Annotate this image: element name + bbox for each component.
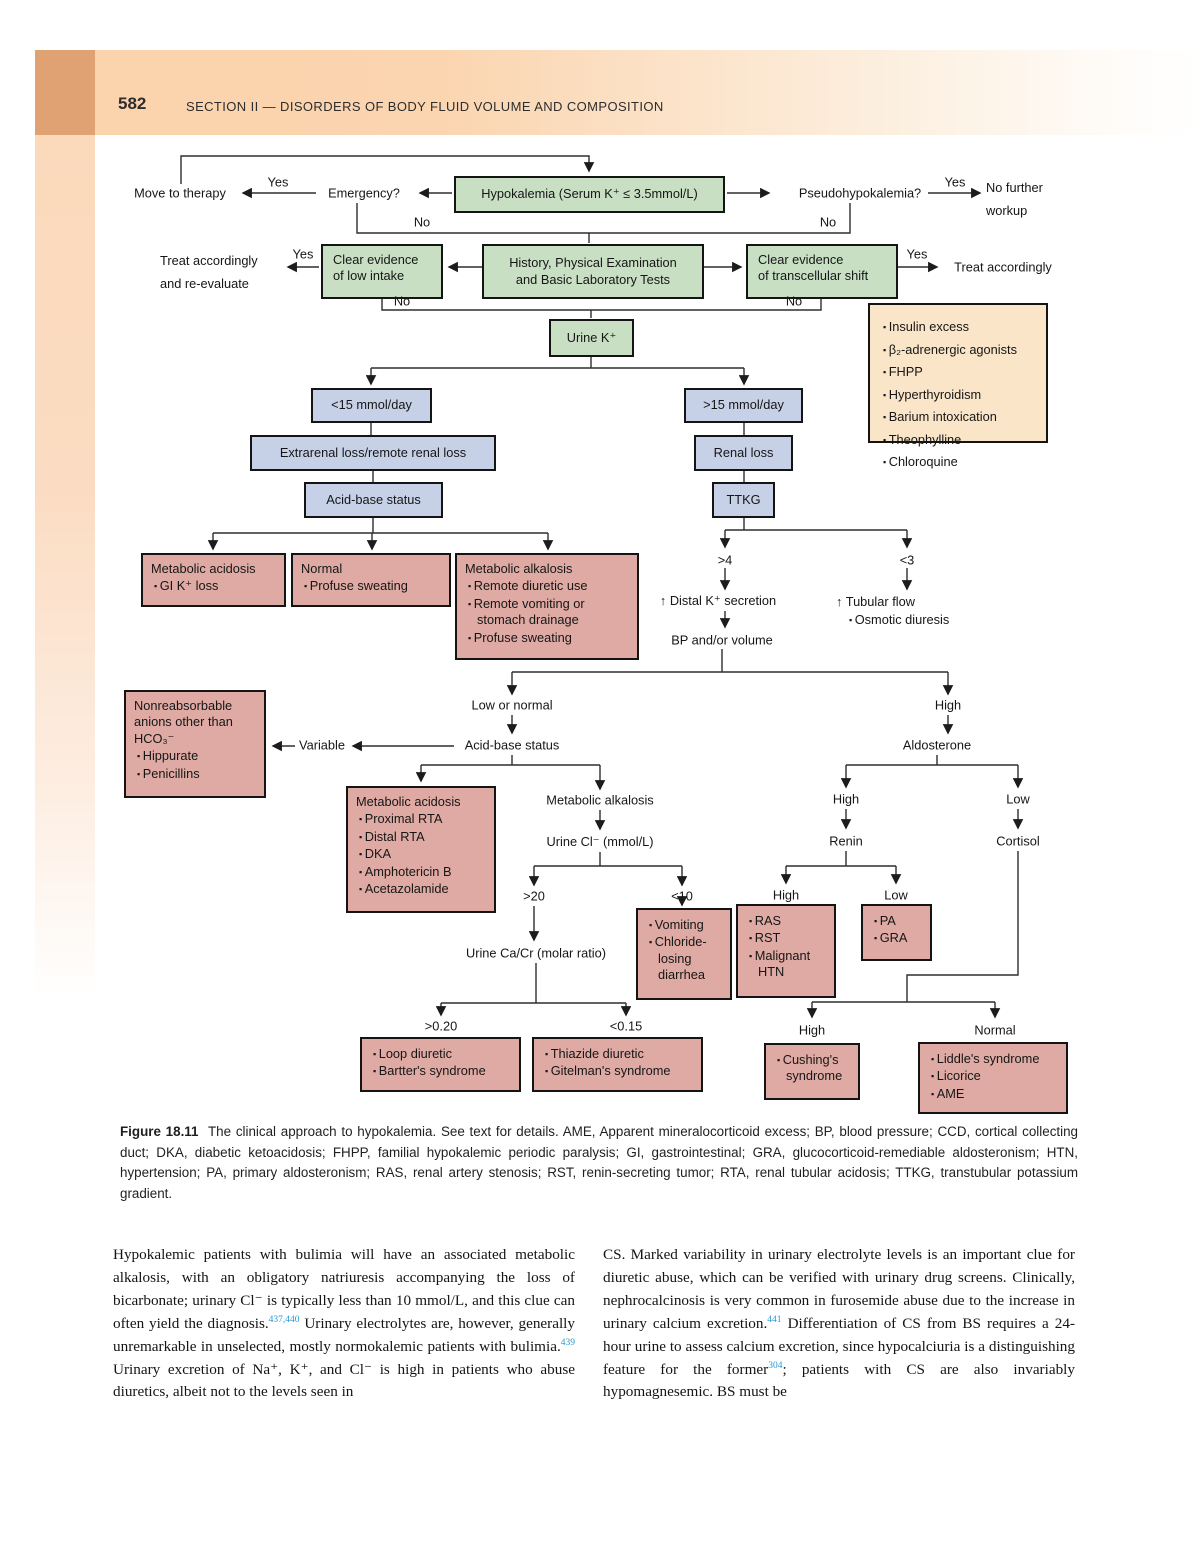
reference-superscript: 437,440 <box>268 1314 300 1325</box>
node-renal-loss: Renal loss <box>694 435 793 471</box>
node-clear-low-intake: Clear evidence of low intake <box>321 244 443 299</box>
normal-status-box: Normal Profuse sweating <box>291 553 451 607</box>
left-margin-band <box>35 135 95 1015</box>
vomiting-diarrhea-box: Vomiting Chloride-losing diarrhea <box>636 908 732 1000</box>
node-bp-volume: BP and/or volume <box>671 632 773 648</box>
node-urine-cl: Urine Cl⁻ (mmol/L) <box>546 834 654 849</box>
metabolic-acidosis-box: Metabolic acidosis GI K⁺ loss <box>141 553 286 607</box>
node-treat-and-reevaluate: Treat accordingly and re-evaluate <box>160 253 258 291</box>
edge-label-no: No <box>785 293 803 309</box>
node-urine-cl-lt10: <10 <box>671 888 693 904</box>
figure-caption-text: The clinical approach to hypokalemia. Se… <box>120 1124 1078 1201</box>
node-acid-base-status: Acid-base status <box>304 482 443 518</box>
loop-bartter-box: Loop diuretic Bartter's syndrome <box>360 1037 521 1092</box>
node-emergency: Emergency? <box>328 185 400 201</box>
node-aldosterone: Aldosterone <box>902 737 972 753</box>
node-history-exam: History, Physical Examination and Basic … <box>482 244 704 299</box>
thiazide-gitelman-box: Thiazide diuretic Gitelman's syndrome <box>532 1037 703 1092</box>
node-gt15: >15 mmol/day <box>684 388 803 423</box>
nonreabsorbable-anions-box: Nonreabsorbable anions other than HCO₃⁻ … <box>124 690 266 798</box>
edge-label-yes: Yes <box>292 246 314 262</box>
node-cacr-lt015: <0.15 <box>609 1018 643 1034</box>
node-tubular-flow: ↑ Tubular flow Osmotic diuresis <box>836 593 949 630</box>
node-no-further-workup: No further workup <box>986 180 1043 218</box>
node-urine-k: Urine K⁺ <box>549 319 634 357</box>
edge-label-no: No <box>819 214 837 230</box>
liddle-box: Liddle's syndrome Licorice AME <box>918 1042 1068 1114</box>
node-pseudohypokalemia: Pseudohypokalemia? <box>798 185 922 201</box>
body-column-right: CS. Marked variability in urinary electr… <box>603 1246 1075 1401</box>
body-column-left: Hypokalemic patients with bulimia will h… <box>113 1246 575 1401</box>
edge-label-yes: Yes <box>944 174 966 190</box>
node-move-to-therapy: Move to therapy <box>134 185 226 201</box>
edge-label-yes: Yes <box>906 246 928 262</box>
metabolic-alkalosis-box: Metabolic alkalosis Remote diuretic use … <box>455 553 639 660</box>
node-acid-base-status-2: Acid-base status <box>464 737 560 753</box>
node-low-or-normal: Low or normal <box>471 697 553 713</box>
node-urine-cl-gt20: >20 <box>523 888 545 904</box>
node-metabolic-alkalosis-2: Metabolic alkalosis <box>546 792 654 808</box>
flow-connector-lines <box>180 155 1024 1019</box>
corner-accent-square <box>35 50 95 135</box>
node-aldo-high: High <box>832 791 860 807</box>
reference-superscript: 439 <box>560 1337 575 1348</box>
node-treat-accordingly: Treat accordingly <box>954 259 1052 275</box>
node-cortisol: Cortisol <box>996 833 1040 849</box>
reference-superscript: 441 <box>767 1314 782 1325</box>
reference-superscript: 304 <box>768 1360 783 1371</box>
page-number: 582 <box>118 94 147 113</box>
section-header: SECTION II — DISORDERS OF BODY FLUID VOL… <box>186 99 664 114</box>
node-extrarenal-loss: Extrarenal loss/remote renal loss <box>250 435 496 471</box>
node-renin: Renin <box>829 833 863 849</box>
edge-label-yes: Yes <box>267 174 289 190</box>
metabolic-acidosis-2-box: Metabolic acidosis Proximal RTA Distal R… <box>346 786 496 913</box>
cushings-box: Cushing's syndrome <box>764 1043 860 1100</box>
node-high: High <box>934 697 962 713</box>
node-ttkg-lt3: <3 <box>899 552 915 568</box>
node-cacr-gt020: >0.20 <box>424 1018 458 1034</box>
node-renin-high: High <box>772 887 800 903</box>
node-lt15: <15 mmol/day <box>311 388 432 423</box>
node-variable: Variable <box>298 737 346 753</box>
node-aldo-low: Low <box>1006 791 1030 807</box>
edge-label-no: No <box>393 293 411 309</box>
ras-rst-htn-box: RAS RST Malignant HTN <box>736 904 836 998</box>
node-distal-k-secretion: ↑ Distal K⁺ secretion <box>659 593 777 608</box>
edge-label-no: No <box>413 214 431 230</box>
node-hypokalemia: Hypokalemia (Serum K⁺ ≤ 3.5mmol/L) <box>454 176 725 213</box>
figure-caption-label: Figure 18.11 <box>120 1124 199 1139</box>
node-cortisol-normal: Normal <box>974 1022 1016 1038</box>
transcellular-causes-box: Insulin excess β₂-adrenergic agonists FH… <box>868 303 1048 469</box>
header-band <box>35 50 1200 135</box>
node-ttkg: TTKG <box>712 482 775 518</box>
pa-gra-box: PA GRA <box>861 904 932 961</box>
node-cortisol-high: High <box>798 1022 826 1038</box>
node-ttkg-gt4: >4 <box>717 552 733 568</box>
figure-caption: Figure 18.11 The clinical approach to hy… <box>120 1122 1078 1204</box>
node-urine-cacr: Urine Ca/Cr (molar ratio) <box>465 945 607 961</box>
node-renin-low: Low <box>884 887 908 903</box>
node-clear-transcellular-shift: Clear evidence of transcellular shift <box>746 244 898 299</box>
